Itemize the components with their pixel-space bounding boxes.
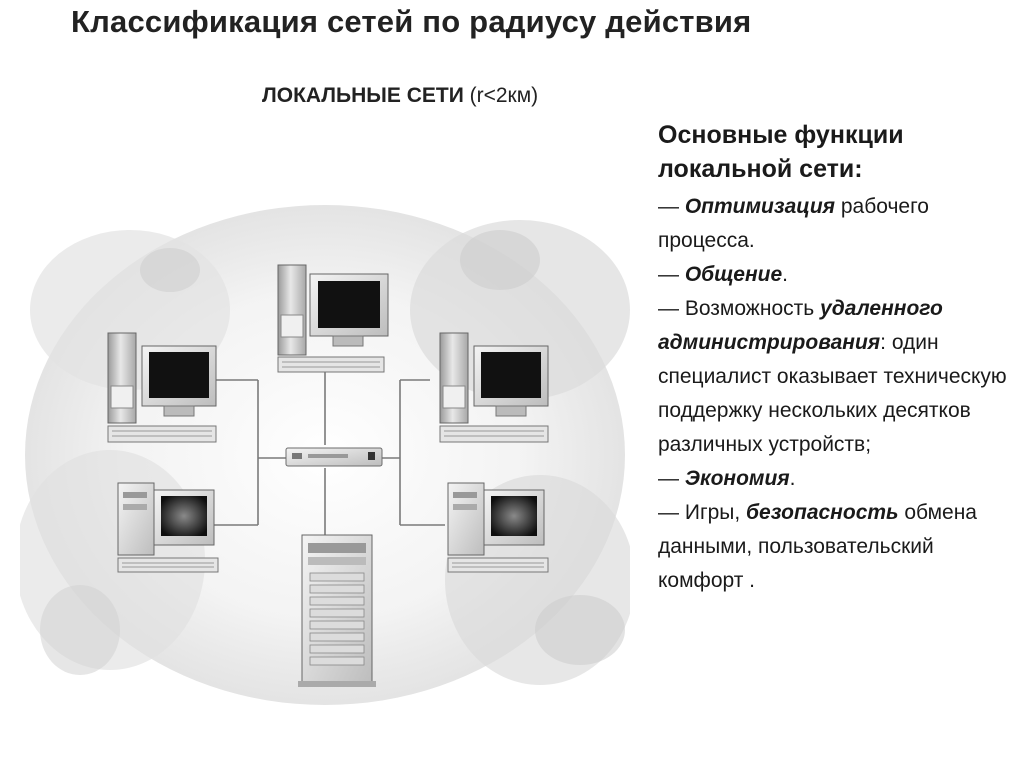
subtitle-range: (r<2км) [463, 84, 539, 107]
functions-heading: Основные функции локальной сети: [658, 118, 1018, 186]
computer-left-lower [117, 482, 219, 573]
computer-right-lower [447, 482, 549, 573]
function-item-communication: — Общение. [658, 258, 1018, 292]
dash: — [658, 195, 685, 218]
function-text: . [782, 263, 789, 286]
function-text: рабочего процесса. [658, 195, 929, 252]
network-cables [210, 372, 445, 535]
computer-left-upper [107, 332, 217, 443]
computer-top [277, 264, 389, 373]
server-bottom [298, 534, 376, 687]
function-text: Возможность [684, 297, 821, 320]
function-item-remote-admin: — Возможность удаленного администрирован… [658, 292, 1018, 462]
computer-right-upper [439, 332, 549, 443]
function-text: . [789, 467, 796, 490]
function-emphasis: Оптимизация [684, 195, 836, 218]
subtitle-bold: ЛОКАЛЬНЫЕ СЕТИ [262, 84, 464, 107]
slide-title: Классификация сетей по радиусу действия [71, 4, 752, 39]
functions-heading-line2: локальной сети: [658, 155, 863, 183]
network-diagram [20, 205, 630, 705]
function-item-optimization: — Оптимизация рабочего процесса. [658, 190, 1018, 258]
function-emphasis: Общение [684, 263, 783, 286]
function-item-economy: — Экономия. [658, 462, 1018, 496]
functions-panel: Основные функции локальной сети: — Оптим… [658, 118, 1018, 598]
dash: — [658, 263, 685, 286]
dash: — [658, 297, 685, 320]
function-item-games-security: — Игры, безопасность обмена данными, пол… [658, 496, 1018, 598]
function-text: обмена данными, пользовательский комфорт… [658, 501, 977, 592]
functions-heading-line1: Основные функции [658, 121, 904, 149]
dash: — [658, 501, 685, 524]
function-emphasis: Экономия [684, 467, 790, 490]
slide-subtitle: ЛОКАЛЬНЫЕ СЕТИ (r<2км) [262, 84, 538, 108]
network-switch [285, 447, 383, 467]
dash: — [658, 467, 685, 490]
function-text: : один специалист оказывает техническую … [658, 331, 1007, 456]
function-emphasis: безопасность [746, 501, 899, 524]
function-text: Игры, [684, 501, 747, 524]
function-emphasis: удаленного администрирования [658, 297, 943, 354]
